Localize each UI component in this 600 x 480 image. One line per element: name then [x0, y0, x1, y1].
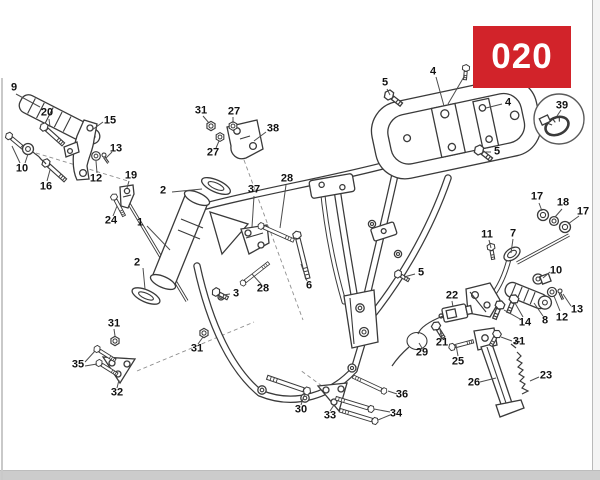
part-callout-17: 17	[530, 190, 544, 203]
page-number-badge: 020	[473, 26, 571, 88]
part-callout-35: 35	[71, 358, 85, 371]
part-callout-5: 5	[493, 145, 501, 158]
bracket-19	[119, 184, 135, 209]
part-callout-14: 14	[518, 316, 532, 329]
part-callout-16: 16	[39, 180, 53, 193]
page-edge-bottom	[0, 470, 600, 480]
part-callout-34: 34	[389, 407, 403, 420]
part-callout-31: 31	[512, 335, 526, 348]
part-callout-22: 22	[445, 289, 459, 302]
part-callout-39: 39	[555, 99, 569, 112]
part-callout-9: 9	[10, 81, 18, 94]
part-callout-5: 5	[417, 266, 425, 279]
head-tube-drawing	[131, 176, 232, 305]
part-callout-18: 18	[556, 196, 570, 209]
bearing-top	[200, 176, 232, 196]
part-callout-28: 28	[256, 282, 270, 295]
part-callout-32: 32	[110, 386, 124, 399]
part-callout-13: 13	[570, 303, 584, 316]
part-callout-31: 31	[107, 317, 121, 330]
part-callout-15: 15	[103, 114, 117, 127]
part-callout-6: 6	[305, 279, 313, 292]
left-footpeg-assembly	[3, 94, 113, 184]
side-stand-spring	[513, 340, 530, 395]
part-callout-10: 10	[549, 264, 563, 277]
left-hanger-bracket	[63, 119, 98, 181]
part-callout-7: 7	[509, 227, 517, 240]
bearing-bottom	[131, 287, 161, 305]
part-callout-23: 23	[539, 369, 553, 382]
part-callout-2: 2	[133, 256, 141, 269]
switch-cable	[391, 315, 444, 367]
leader-lines	[11, 74, 580, 421]
part-callout-28: 28	[280, 172, 294, 185]
part-callout-17: 17	[576, 205, 590, 218]
right-footpeg-assembly	[465, 208, 572, 321]
part-callout-21: 21	[435, 336, 449, 349]
frame-drawing	[193, 160, 517, 403]
part-callout-12: 12	[555, 311, 569, 324]
subframe-drawing	[370, 78, 542, 180]
side-stand-switch	[438, 303, 474, 323]
part-callout-38: 38	[266, 122, 280, 135]
part-callout-5: 5	[381, 76, 389, 89]
part-callout-24: 24	[104, 214, 118, 227]
part-callout-30: 30	[294, 403, 308, 416]
part-callout-12: 12	[89, 172, 103, 185]
page-edge-right	[592, 0, 600, 480]
bottom-brackets	[92, 335, 389, 426]
page-edge-left	[1, 78, 3, 480]
part-callout-4: 4	[504, 96, 512, 109]
part-callout-1: 1	[136, 216, 144, 229]
part-callout-29: 29	[415, 346, 429, 359]
part-callout-25: 25	[451, 355, 465, 368]
part-callout-4: 4	[429, 65, 437, 78]
part-callout-31: 31	[190, 342, 204, 355]
part-callout-33: 33	[323, 409, 337, 422]
part-callout-20: 20	[40, 106, 54, 119]
hose-clamp-icon	[538, 114, 570, 137]
right-footpeg	[504, 281, 553, 310]
part-callout-11: 11	[481, 228, 493, 241]
side-stand-assembly	[391, 303, 530, 418]
part-callout-19: 19	[124, 169, 138, 182]
part-callout-13: 13	[109, 142, 123, 155]
part-callout-37: 37	[247, 183, 261, 196]
part-callout-8: 8	[541, 314, 549, 327]
steering-stem-rod	[126, 201, 189, 302]
part-callout-27: 27	[206, 146, 220, 159]
bracket-38	[226, 119, 264, 160]
part-callout-2: 2	[159, 184, 167, 197]
part-callout-10: 10	[15, 162, 29, 175]
part-callout-27: 27	[227, 105, 241, 118]
part-callout-3: 3	[232, 287, 240, 300]
upper-brackets	[109, 119, 313, 339]
part-callout-31: 31	[194, 104, 208, 117]
detail-circle	[533, 93, 585, 145]
part-callout-36: 36	[395, 388, 409, 401]
part-callout-26: 26	[467, 376, 481, 389]
construction-lines	[35, 152, 323, 387]
